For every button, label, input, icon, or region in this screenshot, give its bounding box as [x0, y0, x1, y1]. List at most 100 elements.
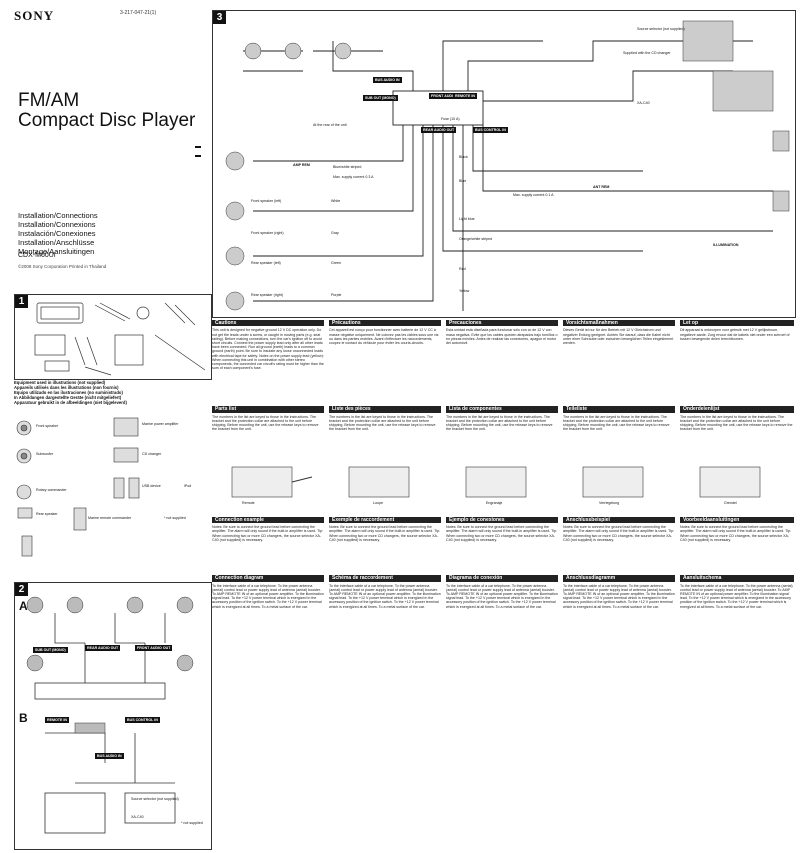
equipment-line: Equipment used in illustrations (not sup…	[14, 380, 106, 385]
wire-orange-white: Orange/white striped	[459, 237, 493, 241]
equipment-line: Apparatuur gebruikt in de afbeeldingen (…	[14, 400, 127, 405]
language-item: Instalación/Conexiones	[18, 229, 96, 238]
wire-green: Green	[331, 261, 341, 265]
section-body: The numbers in the list are keyed to tho…	[446, 414, 553, 432]
language-item: Montage/Aansluitingen	[18, 247, 95, 256]
illumination-label: ILLUMINATION	[713, 243, 739, 247]
section-body: To the interface cable of a car telephon…	[446, 583, 558, 609]
section-b-label: B	[19, 711, 28, 725]
section-body: Notes: Be sure to connect the ground lea…	[212, 525, 323, 542]
section-heading: Cautions	[212, 320, 324, 327]
section-heading: Ejemplo de conexiones	[446, 516, 558, 524]
bus-control-tag: BUS CONTROL IN	[125, 717, 160, 723]
source-selector-label: Source selector (not supplied)	[637, 27, 685, 31]
amplifier-label: Marine power amplifier	[142, 422, 179, 426]
section-body: Notes: Be sure to connect the ground lea…	[329, 525, 440, 542]
equipment-illustrations: Front speaker Subwoofer Marine power amp…	[14, 408, 210, 578]
wire-yellow: Yellow	[459, 289, 470, 293]
brand-logo: SONY	[14, 8, 55, 23]
section-body: Notes: Be sure to connect the ground lea…	[680, 525, 791, 542]
panel-badge: 3	[213, 11, 226, 24]
section-heading: Anschlussbeispiel	[563, 516, 675, 524]
cd-changer-label: CD changer	[142, 452, 162, 456]
section-heading: Precauciones	[446, 320, 558, 327]
language-item: Installation/Connexions	[18, 220, 96, 229]
xa-c40-label: XA-C40	[637, 101, 650, 105]
section-heading: Voorbeeldaansluitingen	[680, 516, 794, 524]
supplied-note: * not supplied	[164, 516, 186, 520]
bus-control-in-tag: BUS CONTROL IN	[473, 127, 508, 133]
lock-drawing	[582, 466, 644, 498]
panel-connection-diagram: 3 BUS AUDIO IN SUB OUT (MONO) FRONT AUDI…	[212, 10, 796, 318]
remote-drawing	[231, 466, 313, 498]
section-body: Cet appareil est conçu pour fonctionner …	[329, 328, 439, 346]
supplied-cd-label: Supplied with the CD changer	[623, 51, 671, 55]
sub-out-tag: SUB OUT (MONO)	[33, 647, 68, 653]
section-heading: Liste des pièces	[329, 406, 441, 413]
section-heading: Teileliste	[563, 406, 675, 413]
front-audio-tag: FRONT AUDIO OUT	[135, 645, 173, 651]
wire-light-blue: Light blue	[459, 217, 475, 221]
wire-blue: Blue	[459, 179, 467, 183]
wiring-drawing	[225, 20, 790, 311]
xa-c40-label: XA-C40	[131, 815, 144, 819]
figure-caption: Engranaje	[486, 500, 503, 505]
section-heading: Onderdelenlijst	[680, 406, 794, 413]
section-body: To the interface cable of a car telephon…	[563, 583, 675, 609]
wire-gray: Gray	[331, 231, 339, 235]
wire-white: White	[331, 199, 341, 203]
front-audio-out-tag: FRONT AUDIO OUT	[429, 93, 467, 99]
supplied-note-2: * not supplied	[181, 821, 203, 825]
title-line-1: FM/AM	[18, 90, 80, 111]
section-heading: Let op	[680, 320, 794, 327]
section-body: To the interface cable of a car telephon…	[680, 583, 793, 609]
wire-black: Black	[459, 155, 468, 159]
panel-badge: 2	[15, 583, 28, 596]
front-speaker-label: Front speaker	[36, 424, 59, 428]
column-english: Cautions This unit is designed for negat…	[212, 320, 324, 850]
language-item: Installation/Connections	[18, 211, 98, 220]
ant-rem-label: ANT REM	[593, 185, 610, 189]
front-right-label: Front speaker (right)	[251, 231, 284, 235]
rear-right-label: Rear speaker (right)	[251, 293, 283, 297]
section-heading: Exemple de raccordement	[329, 516, 441, 524]
section-body: To the interface cable of a car telephon…	[329, 583, 441, 609]
section-heading: Parts list	[212, 406, 324, 413]
parts-illustration	[34, 302, 206, 376]
section-heading: Lista de componentes	[446, 406, 558, 413]
model-number: CDX-M60UI	[18, 252, 56, 259]
equipment-line: Equipo utilizado en las ilustraciones (n…	[14, 390, 123, 395]
section-heading: Diagrama de conexión	[446, 575, 558, 582]
title-line-2: Compact Disc Player	[18, 110, 196, 131]
column-german: Vorsichtsmaßnahmen Dieses Gerät ist nur …	[563, 320, 675, 850]
language-list: Installation/Connections Installation/Co…	[18, 211, 98, 256]
cut-mark	[195, 155, 201, 157]
connection-example-drawing	[26, 596, 194, 834]
section-a-label: A	[19, 599, 28, 613]
section-body: Notes: Be sure to connect the ground lea…	[563, 525, 674, 542]
gear-drawing	[465, 466, 527, 498]
max-supply-label: Max. supply current 0.3 A	[333, 175, 374, 179]
equipment-line: Appareils utilisés dans les illustration…	[14, 385, 119, 390]
panel-badge: 1	[15, 295, 28, 308]
panel-connection-example: 2 A B SUB OUT (MONO) REAR AUDIO OUT FRON…	[14, 582, 212, 850]
section-body: This unit is designed for negative groun…	[212, 328, 324, 371]
rear-audio-tag: REAR AUDIO OUT	[85, 645, 121, 651]
equipment-heading: Equipment used in illustrations (not sup…	[14, 380, 210, 474]
parts-figure: Grendel	[680, 447, 794, 517]
rotary-label: Rotary commander	[36, 488, 67, 492]
language-item: Installation/Anschlüsse	[18, 238, 95, 247]
latch-drawing	[699, 466, 761, 498]
section-body: The numbers in the list are keyed to tho…	[329, 414, 436, 432]
section-body: The numbers in the list are keyed to tho…	[563, 414, 670, 432]
amp-rem-label: AMP REM	[293, 163, 310, 167]
parts-figure: Remote	[212, 447, 324, 517]
copyright: ©2008 Sony Corporation Printed in Thaila…	[18, 264, 107, 269]
section-heading: Précautions	[329, 320, 441, 327]
wire-purple: Purple	[331, 293, 342, 297]
parts-figure: Verriegelung	[563, 447, 675, 517]
section-body: The numbers in the list are keyed to tho…	[212, 414, 319, 432]
parts-figure: Loupe	[329, 447, 441, 517]
cut-mark	[195, 146, 201, 148]
panel-parts: 1	[14, 294, 212, 380]
